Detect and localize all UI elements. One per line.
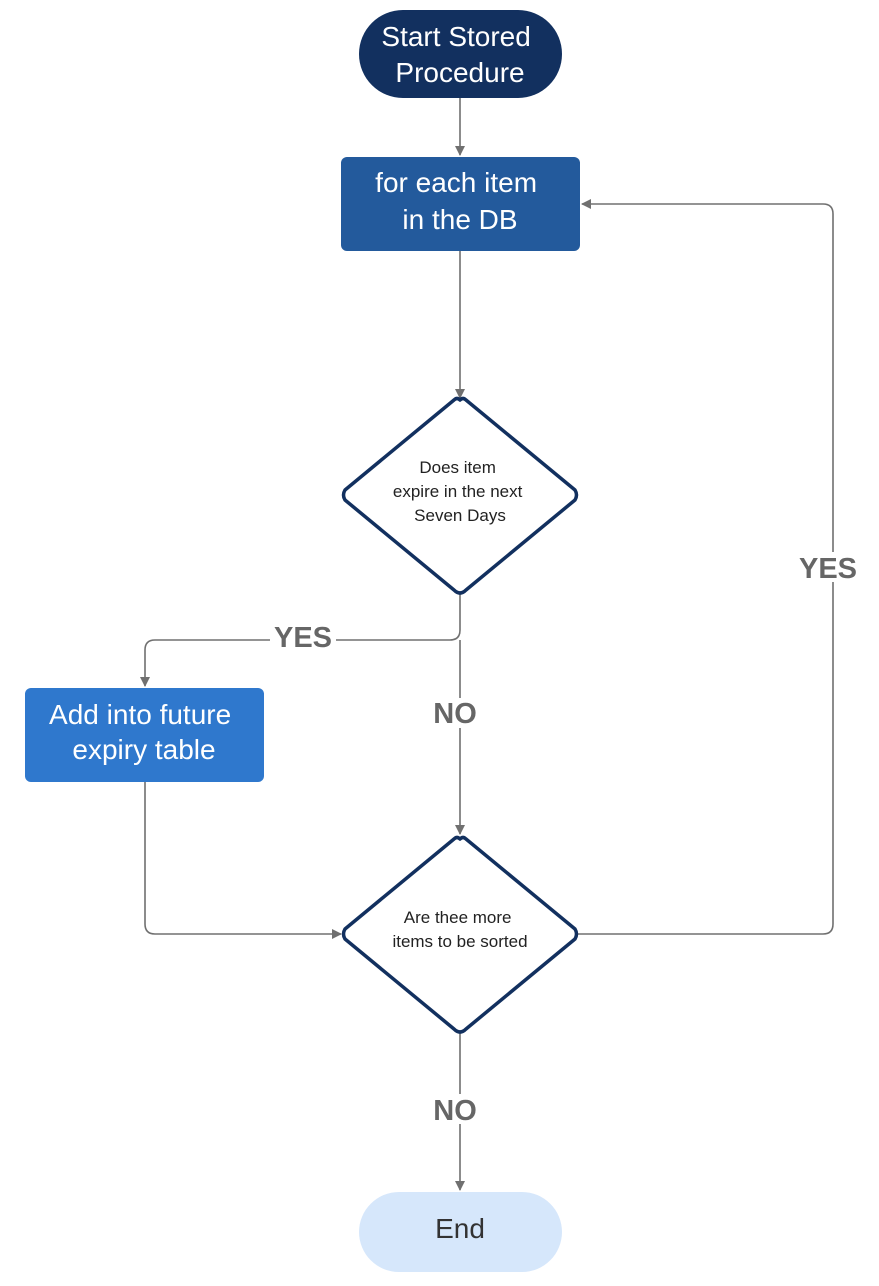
svg-text:Are thee more items to b: Are thee more items to be sorted: [392, 908, 527, 951]
expire-decision-line-1: Does item: [419, 458, 496, 477]
svg-text:Add into future expiry t: Add into future expiry table: [49, 699, 239, 765]
expire-decision-line-3: Seven Days: [414, 506, 506, 525]
connector-add-to-more: [144, 782, 342, 939]
connector-more-yes-to-loop: [578, 199, 834, 935]
start-node: Start Stored Procedure: [359, 10, 562, 98]
start-node-line-1: Start Stored: [381, 21, 530, 52]
more-yes-label: YES: [799, 553, 857, 585]
edge-labels: YES NO YES NO: [270, 552, 862, 1127]
expire-yes-label: YES: [274, 622, 332, 654]
end-node-label: End: [435, 1213, 485, 1244]
add-table-line-1: Add into future: [49, 699, 231, 730]
start-node-line-2: Procedure: [395, 57, 524, 88]
expire-decision-node: Does item expire in the next Seven Days: [341, 396, 579, 595]
loop-node-line-2: in the DB: [402, 204, 517, 235]
more-items-decision-node: Are thee more items to be sorted: [341, 835, 579, 1034]
loop-process-node: for each item in the DB: [341, 157, 580, 251]
add-table-line-2: expiry table: [72, 734, 215, 765]
loop-node-line-1: for each item: [375, 167, 537, 198]
svg-text:Start Stored Procedure: Start Stored Procedure: [381, 21, 538, 88]
add-table-process-node: Add into future expiry table: [25, 688, 264, 782]
svg-text:for each item in the DB: for each item in the DB: [375, 167, 545, 235]
more-decision-line-2: items to be sorted: [392, 932, 527, 951]
expire-decision-line-2: expire in the next: [393, 482, 523, 501]
svg-text:Does item expire in the: Does item expire in the next Seven Days: [393, 458, 527, 525]
expire-no-label: NO: [433, 698, 477, 730]
connectors: [140, 98, 834, 1191]
more-decision-line-1: Are thee more: [404, 908, 512, 927]
svg-text:End: End: [435, 1213, 485, 1244]
more-no-label: NO: [433, 1095, 477, 1127]
end-node: End: [359, 1192, 562, 1272]
